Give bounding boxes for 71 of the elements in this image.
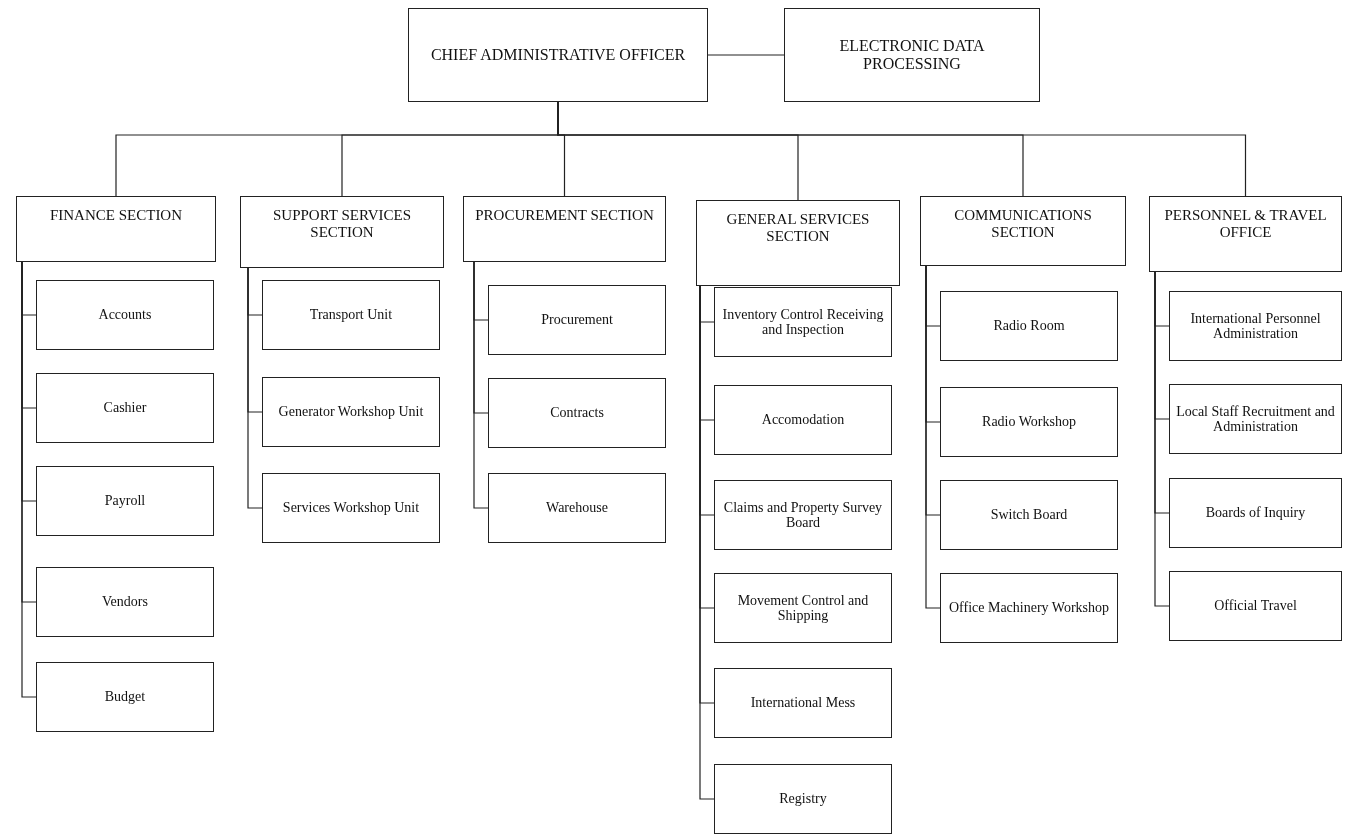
unit-box: [714, 480, 892, 550]
office-box: [784, 8, 1040, 102]
unit-box: [36, 280, 214, 350]
box-label: Payroll: [104, 493, 146, 509]
box-label: Warehouse: [546, 500, 608, 516]
unit-box: [940, 291, 1118, 361]
section-box: [920, 196, 1126, 266]
box-label: ELECTRONIC DATA PROCESSING: [838, 37, 986, 73]
unit-box: [262, 377, 440, 447]
unit-box: [940, 387, 1118, 457]
box-label: Cashier: [103, 400, 147, 416]
unit-box: [488, 285, 666, 355]
unit-box: [940, 573, 1118, 643]
unit-box: [1169, 478, 1342, 548]
box-label: Contracts: [550, 405, 604, 421]
unit-box: [36, 373, 214, 443]
box-label: Movement Control and Shipping: [736, 592, 870, 624]
unit-box: [714, 385, 892, 455]
box-label: Budget: [104, 689, 146, 705]
box-label: Procurement: [541, 312, 613, 328]
box-label: Vendors: [102, 594, 148, 610]
office-box: [408, 8, 708, 102]
box-label: Generator Workshop Unit: [278, 404, 424, 420]
box-label: Office Machinery Workshop: [948, 600, 1110, 616]
box-label: Official Travel: [1214, 598, 1297, 614]
unit-box: [940, 480, 1118, 550]
unit-box: [262, 473, 440, 543]
unit-box: [36, 662, 214, 732]
section-box: [463, 196, 666, 262]
box-label: Radio Room: [993, 318, 1065, 334]
box-label: GENERAL SERVICES SECTION: [725, 211, 871, 244]
unit-box: [488, 378, 666, 448]
box-label: Services Workshop Unit: [282, 500, 420, 516]
unit-box: [1169, 571, 1342, 641]
unit-box: [714, 764, 892, 834]
connector-line: [247, 267, 263, 509]
section-box: [16, 196, 216, 262]
unit-box: [714, 287, 892, 357]
box-label: Registry: [779, 791, 827, 807]
unit-box: [1169, 291, 1342, 361]
connector-line: [473, 261, 489, 509]
section-box: [1149, 196, 1342, 272]
connector-line: [1154, 271, 1170, 607]
box-label: FINANCE SECTION: [49, 207, 183, 224]
box-label: International Mess: [750, 695, 856, 711]
section-box: [240, 196, 444, 268]
box-label: Local Staff Recruitment and Administration: [1176, 403, 1335, 435]
box-label: Switch Board: [990, 507, 1068, 523]
box-label: CHIEF ADMINISTRATIVE OFFICER: [430, 46, 686, 64]
box-label: PERSONNEL & TRAVEL OFFICE: [1163, 207, 1328, 240]
unit-box: [714, 573, 892, 643]
connector-line: [925, 265, 941, 609]
unit-box: [36, 567, 214, 637]
box-label: Accounts: [98, 307, 152, 323]
unit-box: [1169, 384, 1342, 454]
box-label: Accomodation: [761, 412, 845, 428]
unit-box: [714, 668, 892, 738]
unit-box: [488, 473, 666, 543]
unit-box: [36, 466, 214, 536]
box-label: PROCUREMENT SECTION: [475, 207, 654, 224]
connector-line: [707, 54, 785, 56]
box-label: Inventory Control Receiving and Inspection: [721, 306, 885, 338]
section-box: [696, 200, 900, 286]
box-label: Transport Unit: [309, 307, 393, 323]
box-label: International Personnel Administration: [1189, 310, 1322, 342]
box-label: SUPPORT SERVICES SECTION: [271, 207, 413, 240]
box-label: Radio Workshop: [982, 414, 1076, 430]
unit-box: [262, 280, 440, 350]
box-label: COMMUNICATIONS SECTION: [953, 207, 1093, 240]
box-label: Claims and Property Survey Board: [722, 499, 884, 531]
box-label: Boards of Inquiry: [1205, 505, 1306, 521]
